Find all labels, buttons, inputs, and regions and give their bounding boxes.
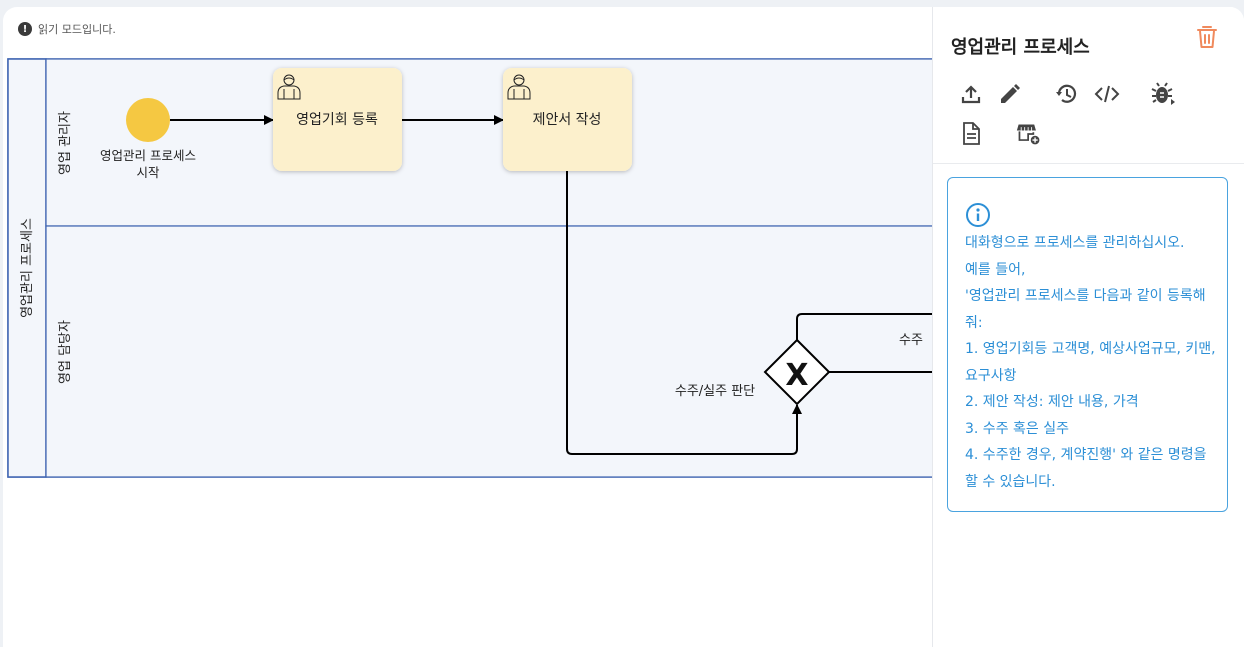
lane-manager[interactable]: 영업 관리자 <box>45 58 932 227</box>
task-write-proposal[interactable]: 제안서 작성 <box>503 68 632 171</box>
pencil-icon[interactable] <box>997 81 1023 107</box>
sequence-flows <box>170 115 932 455</box>
start-event[interactable]: 영업관리 프로세스 시작 <box>100 98 196 180</box>
history-icon[interactable] <box>1054 81 1080 107</box>
panel-divider <box>933 163 1244 164</box>
lane-label-representative: 영업 담당자 <box>58 320 73 384</box>
info-box: 대화형으로 프로세스를 관리하십시오. 예를 들어, '영업관리 프로세스를 다… <box>947 177 1228 512</box>
info-line: 2. 제안 작성: 제안 내용, 가격 <box>965 394 1139 410</box>
bug-icon[interactable] <box>1150 81 1176 107</box>
info-line: 1. 영업기회등 고객명, 예상사업규모, 키맨, <box>965 341 1216 357</box>
trash-icon[interactable] <box>1195 24 1219 50</box>
flow-gateway-win-top <box>796 313 932 340</box>
task-label-register: 영업기회 등록 <box>296 112 378 128</box>
exclusive-gateway[interactable]: X 수주/실주 판단 수주 <box>675 333 923 406</box>
gateway-label: 수주/실주 판단 <box>675 384 755 399</box>
info-line: 4. 수주한 경우, 계약진행' 와 같은 명령을 <box>965 447 1207 463</box>
info-line: 요구사항 <box>965 367 1017 384</box>
user-task-icon <box>507 74 531 100</box>
bpmn-diagram: 영업관리 프로세스 영업 관리자 영업 담당자 <box>7 58 932 478</box>
side-panel: 영업관리 프로세스 <box>932 7 1244 647</box>
app-frame: ! 읽기 모드입니다. 영업관리 프로세스 영업 관리자 <box>3 7 1244 647</box>
info-line: '영업관리 프로세스를 다음과 같이 등록해 <box>965 288 1206 304</box>
user-task-icon <box>277 74 301 100</box>
info-line: 줘: <box>965 314 983 331</box>
read-mode-notice: ! 읽기 모드입니다. <box>18 21 116 37</box>
info-line: 예를 들어, <box>965 261 1026 278</box>
start-event-circle <box>126 98 170 142</box>
store-add-icon[interactable] <box>1016 121 1042 147</box>
info-line: 3. 수주 혹은 실주 <box>965 420 1069 437</box>
start-event-label-2: 시작 <box>136 165 160 180</box>
task-label-proposal: 제안서 작성 <box>533 112 602 128</box>
upload-icon[interactable] <box>958 81 984 107</box>
flow-proposal-to-gateway <box>566 171 802 455</box>
start-event-label-1: 영업관리 프로세스 <box>100 148 196 163</box>
alert-icon: ! <box>18 22 32 36</box>
info-line: 대화형으로 프로세스를 관리하십시오. <box>965 235 1185 251</box>
bpmn-canvas[interactable]: ! 읽기 모드입니다. 영업관리 프로세스 영업 관리자 <box>3 7 932 647</box>
info-icon <box>965 202 991 228</box>
info-line: 할 수 있습니다. <box>965 473 1056 490</box>
read-mode-text: 읽기 모드입니다. <box>38 23 116 36</box>
document-icon[interactable] <box>958 121 984 147</box>
gateway-x-icon: X <box>785 358 808 393</box>
code-icon[interactable] <box>1094 81 1120 107</box>
panel-title: 영업관리 프로세스 <box>951 37 1090 58</box>
task-register-opportunity[interactable]: 영업기회 등록 <box>273 68 402 171</box>
flow-label-win: 수주 <box>899 333 923 348</box>
pool-label: 영업관리 프로세스 <box>20 218 35 318</box>
lane-label-manager: 영업 관리자 <box>58 111 73 175</box>
